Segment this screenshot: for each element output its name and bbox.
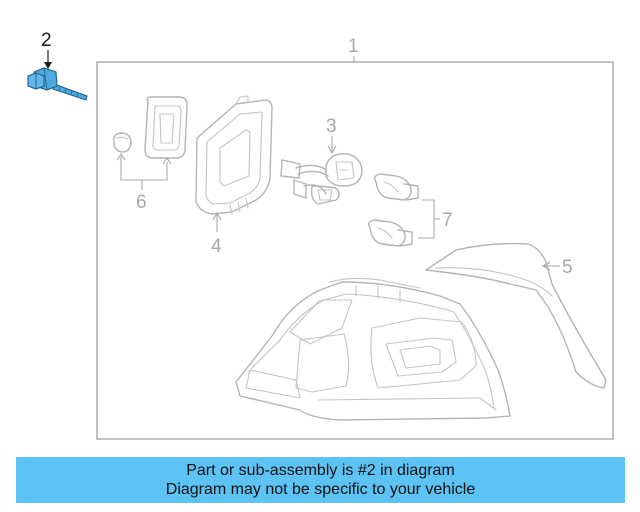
callout-5: 5: [562, 257, 573, 278]
bulb-carrier-part-4: [195, 95, 273, 215]
callout-4: 4: [211, 236, 222, 257]
callout-2: 2: [41, 30, 52, 51]
banner-line-1: Part or sub-assembly is #2 in diagram: [186, 462, 455, 479]
bulbs-part-7: [367, 173, 419, 247]
screw-part-2[interactable]: [27, 67, 88, 101]
callout-6: 6: [136, 192, 147, 213]
callout-7: 7: [442, 210, 453, 231]
gasket-part-6: [113, 96, 188, 159]
callout-3: 3: [326, 116, 337, 137]
callout-1: 1: [348, 36, 359, 57]
tail-lamp-part-1: [235, 277, 511, 421]
parts-diagram: 1 2 6 4 3: [27, 30, 614, 440]
info-banner: Part or sub-assembly is #2 in diagram Di…: [16, 457, 625, 503]
socket-part-3: [280, 153, 363, 205]
trim-strip-part-5: [425, 242, 607, 389]
banner-line-2: Diagram may not be specific to your vehi…: [165, 481, 476, 498]
assembly-frame: [96, 61, 614, 440]
